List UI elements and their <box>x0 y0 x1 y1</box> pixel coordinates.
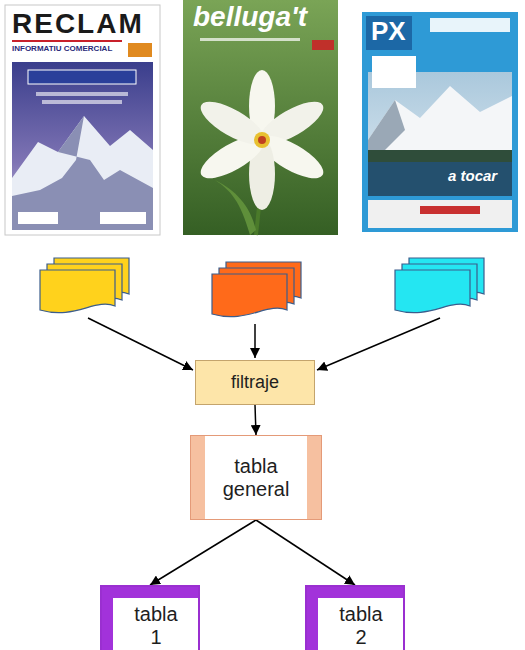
banner-line <box>36 92 128 96</box>
input-arrow <box>317 318 440 370</box>
leaf <box>215 180 256 235</box>
bottom-strip <box>368 200 512 228</box>
cover-box <box>372 56 416 88</box>
narcissus-flower <box>195 70 329 210</box>
document-stack <box>395 258 484 313</box>
photo-banner <box>28 70 136 84</box>
connectors <box>150 405 355 585</box>
cover-headline: a tocar <box>448 168 497 185</box>
price-tag <box>312 40 334 50</box>
magazine-subtitle: INFORMATIU COMERCIAL <box>12 45 112 54</box>
document-page <box>212 274 287 317</box>
document-stack <box>40 258 129 313</box>
node-text: tabla 2 <box>335 603 387 649</box>
cover-photo <box>12 62 153 230</box>
flow-arrow <box>256 520 355 585</box>
cover-sheet <box>183 0 338 235</box>
table-box: tabla 2 <box>305 585 405 650</box>
banner-line <box>42 100 122 104</box>
flower-rim <box>258 136 266 144</box>
subtitle-line <box>200 38 300 41</box>
node-text: tabla general <box>211 455 301 501</box>
node-text: tabla 1 <box>130 603 182 649</box>
table-box: tabla general <box>190 435 322 520</box>
magazine-logo: PX <box>371 17 406 46</box>
table-band <box>307 587 403 598</box>
cover-sheet <box>5 5 160 235</box>
sponsor-logo <box>100 212 146 224</box>
cover-sheet <box>362 12 518 232</box>
table-band <box>102 587 198 598</box>
table-band <box>307 436 321 519</box>
node-text: filtraje <box>231 372 279 393</box>
logo-icon <box>128 43 152 57</box>
flower-corona <box>254 132 270 148</box>
mountain-snow <box>368 86 512 160</box>
lake <box>368 162 512 196</box>
table-band <box>102 587 113 650</box>
magazine-title: belluga't <box>193 2 307 33</box>
document-page <box>395 270 470 313</box>
forest <box>368 150 512 164</box>
mountain-shadow <box>12 116 153 230</box>
ad-bar <box>420 206 480 214</box>
table-band <box>191 436 205 519</box>
input-arrow <box>254 324 256 358</box>
input-arrow <box>88 318 193 370</box>
magazine-cover <box>5 5 160 235</box>
petal <box>195 94 270 153</box>
table-box: tabla 1 <box>100 585 200 650</box>
table-band <box>307 587 318 650</box>
mountain-snow <box>12 116 153 230</box>
magazine-title: RECLAM <box>12 9 144 40</box>
flow-arrow <box>255 405 256 435</box>
process-box: filtraje <box>195 360 315 405</box>
cover-photo <box>368 72 512 196</box>
sponsor-logo <box>18 212 58 224</box>
flow-arrow <box>150 520 256 585</box>
document-page <box>40 270 115 313</box>
magazine-cover <box>362 12 518 232</box>
magazine-cover <box>183 0 338 235</box>
logo-tile <box>366 16 412 50</box>
document-stack <box>212 262 301 317</box>
title-rule <box>12 40 122 42</box>
mountain-shadow <box>368 100 405 150</box>
masthead-badge <box>430 18 510 32</box>
